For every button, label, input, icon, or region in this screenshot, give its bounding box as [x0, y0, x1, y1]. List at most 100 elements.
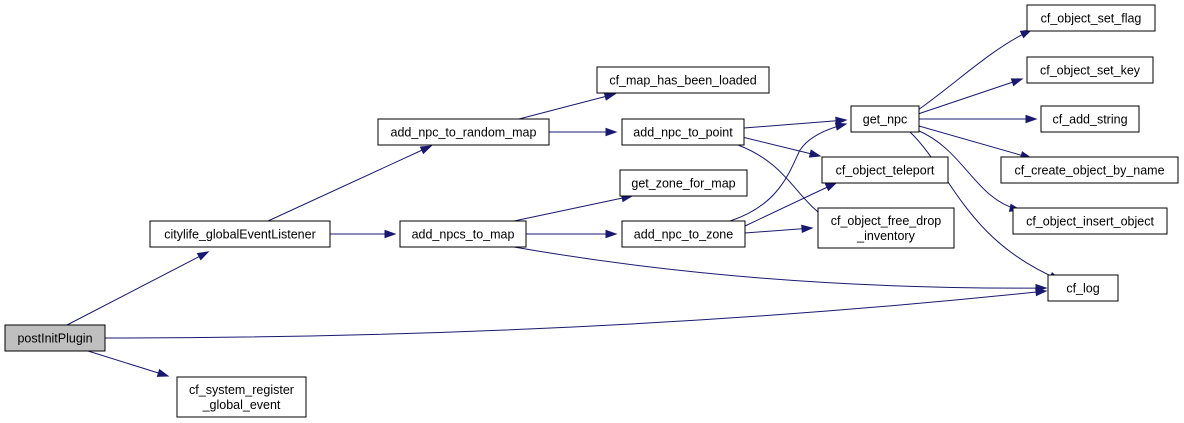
node-label: add_npc_to_random_map: [391, 126, 537, 140]
node-label: postInitPlugin: [17, 332, 92, 346]
edge-get_npc-to-cf_object_set_flag: [917, 29, 1033, 111]
edge-line: [104, 290, 1047, 339]
edge-line: [741, 136, 821, 157]
edge-line: [909, 131, 1061, 281]
node-label: get_npc: [863, 113, 907, 127]
node-add-npc-to-zone[interactable]: add_npc_to_zone: [621, 220, 746, 248]
edge-line: [267, 145, 432, 222]
arrowhead: [1019, 29, 1033, 39]
node-label: citylife_globalEventListener: [164, 228, 315, 242]
node-label: cf_object_set_key: [1040, 64, 1141, 78]
edge-add_npcs_to_map-to-add_npc_to_zone: [526, 229, 618, 239]
edge-line: [513, 195, 633, 222]
edge-add_npc_to_point-to-get_npc: [743, 116, 848, 129]
node-citylife-globaleventlistener[interactable]: citylife_globalEventListener: [149, 220, 331, 248]
edge-line: [513, 246, 1047, 289]
node-box: [817, 207, 955, 249]
node-box: [399, 220, 527, 248]
node-label: cf_system_register: [189, 383, 294, 397]
edge-line: [916, 129, 1021, 211]
arrowhead: [1035, 283, 1048, 293]
node-box: [149, 220, 331, 248]
node-add-npc-to-random-map[interactable]: add_npc_to_random_map: [377, 118, 550, 146]
node-box: [619, 169, 748, 197]
node-box: [1012, 207, 1168, 235]
nodes: postInitPlugin citylife_globalEventListen…: [4, 4, 1179, 418]
node-cf-create-object-by-name[interactable]: cf_create_object_by_name: [1000, 156, 1179, 184]
node-label: cf_object_insert_object: [1026, 215, 1154, 229]
node-label: cf_map_has_been_loaded: [609, 74, 756, 88]
edge-get_npc-to-cf_add_string: [919, 114, 1038, 124]
arrowhead: [419, 145, 433, 155]
edge-add_npc_to_zone-to-get_npc: [729, 122, 848, 222]
edge-add_npc_to_zone-to-cf_object_teleport: [744, 182, 838, 227]
arrowhead: [808, 149, 822, 158]
edge-line: [87, 350, 169, 377]
edge-line: [744, 227, 813, 234]
edge-add_npc_to_random_map-to-cf_map_has_been_loaded: [518, 92, 617, 120]
node-label: add_npcs_to_map: [412, 228, 515, 242]
edge-line: [518, 93, 616, 120]
arrowhead: [384, 229, 397, 239]
node-cf-map-has-been-loaded[interactable]: cf_map_has_been_loaded: [596, 66, 770, 94]
node-label: cf_add_string: [1052, 113, 1127, 127]
edge-citylife_globalEventListener-to-add_npc_to_random_map: [267, 145, 433, 222]
node-cf-object-set-key[interactable]: cf_object_set_key: [1026, 56, 1154, 84]
node-cf-object-set-flag[interactable]: cf_object_set_flag: [1026, 4, 1156, 32]
node-box: [1026, 56, 1154, 84]
edge-add_npcs_to_map-to-cf_log: [513, 246, 1048, 293]
node-box: [4, 324, 106, 352]
node-cf-log[interactable]: cf_log: [1047, 274, 1119, 302]
arrowhead: [1010, 78, 1024, 87]
edge-line: [918, 125, 1032, 159]
node-label: _global_event: [202, 398, 281, 412]
node-box: [377, 118, 550, 146]
node-box: [850, 105, 920, 133]
node-box: [1026, 4, 1156, 32]
node-cf-add-string[interactable]: cf_add_string: [1040, 105, 1140, 133]
edge-postInitPlugin-to-cf_system_register_global_event: [87, 350, 170, 377]
edge-get_npc-to-cf_log: [909, 131, 1062, 281]
edge-add_npcs_to_map-to-get_zone_for_map: [513, 194, 634, 222]
edge-add_npc_to_random_map-to-add_npc_to_point: [549, 127, 618, 137]
node-box: [176, 376, 307, 418]
node-cf-object-free-drop-inventory[interactable]: cf_object_free_drop_inventory: [817, 207, 955, 249]
arrowhead: [156, 368, 170, 377]
node-add-npc-to-point[interactable]: add_npc_to_point: [621, 118, 745, 146]
arrowhead: [605, 127, 618, 137]
edge-add_npc_to_zone-to-cf_object_free_drop_inventory: [744, 224, 814, 234]
node-label: cf_object_teleport: [836, 164, 935, 178]
edges: [66, 29, 1062, 377]
node-box: [1000, 156, 1179, 184]
node-label: cf_object_free_drop: [831, 214, 942, 228]
node-label: _inventory: [856, 229, 915, 243]
node-label: add_npc_to_zone: [634, 228, 733, 242]
edge-postInitPlugin-to-cf_log: [104, 287, 1048, 339]
edge-line: [729, 123, 847, 222]
arrowhead: [605, 229, 618, 239]
edge-line: [744, 182, 837, 227]
node-cf-object-insert-object[interactable]: cf_object_insert_object: [1012, 207, 1168, 235]
edge-get_npc-to-cf_object_set_key: [917, 78, 1024, 115]
arrowhead: [801, 224, 814, 233]
node-postinitplugin[interactable]: postInitPlugin: [4, 324, 106, 352]
arrowhead: [834, 122, 848, 131]
node-add-npcs-to-map[interactable]: add_npcs_to_map: [399, 220, 527, 248]
arrowhead: [196, 251, 210, 261]
node-get-npc[interactable]: get_npc: [850, 105, 920, 133]
arrowhead: [1025, 114, 1038, 124]
node-label: add_npc_to_point: [633, 126, 733, 140]
edge-line: [743, 119, 847, 129]
edge-line: [917, 29, 1032, 111]
node-label: cf_object_set_flag: [1041, 12, 1142, 26]
edge-line: [66, 251, 209, 326]
node-label: cf_create_object_by_name: [1014, 164, 1164, 178]
node-cf-object-teleport[interactable]: cf_object_teleport: [821, 156, 949, 184]
node-cf-system-register-global-event[interactable]: cf_system_register_global_event: [176, 376, 307, 418]
node-get-zone-for-map[interactable]: get_zone_for_map: [619, 169, 748, 197]
node-box: [596, 66, 770, 94]
arrowhead: [835, 116, 848, 126]
edge-postInitPlugin-to-citylife_globalEventListener: [66, 251, 210, 326]
edge-get_npc-to-cf_create_object_by_name: [918, 125, 1033, 160]
